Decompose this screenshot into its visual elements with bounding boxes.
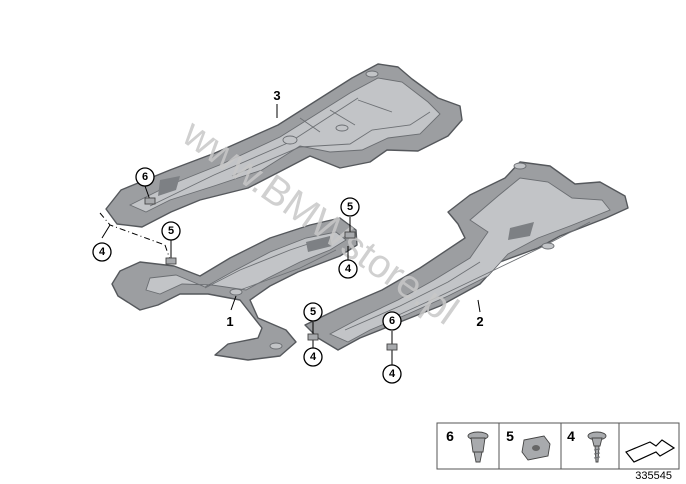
- callout-5-center-label: 5: [347, 201, 353, 213]
- legend-item-6-number: 6: [446, 428, 454, 444]
- callout-6-right-label: 6: [389, 315, 395, 327]
- part-number-3[interactable]: 3: [273, 88, 280, 103]
- part-3-underbody-panel[interactable]: [105, 63, 463, 228]
- callout-4-center[interactable]: 4: [338, 259, 358, 279]
- callout-6-top[interactable]: 6: [135, 167, 155, 187]
- part-number-1[interactable]: 1: [226, 314, 233, 329]
- callout-4-bottom[interactable]: 4: [303, 347, 323, 367]
- leader-lines: [101, 104, 481, 367]
- callout-6-top-label: 6: [142, 171, 148, 183]
- push-rivet-icon: [467, 431, 489, 463]
- fastener-legend: 6 5 4: [436, 422, 680, 470]
- callout-4-bottom-label: 4: [310, 351, 317, 363]
- callout-5-left-label: 5: [168, 225, 174, 237]
- part-number-2[interactable]: 2: [476, 314, 483, 329]
- callout-5-bottom-label: 5: [310, 306, 316, 318]
- legend-item-5[interactable]: 5: [506, 428, 551, 461]
- callout-4-right-label: 4: [389, 368, 396, 380]
- callout-4-left[interactable]: 4: [92, 242, 112, 262]
- fastener-markers: [144, 197, 398, 351]
- legend-item-5-number: 5: [506, 428, 514, 444]
- screw-icon: [587, 431, 607, 463]
- diagram-id: 335545: [635, 470, 672, 482]
- callout-5-left[interactable]: 5: [161, 221, 181, 241]
- callout-5-bottom[interactable]: 5: [303, 302, 323, 322]
- callout-6-right[interactable]: 6: [382, 311, 402, 331]
- callout-5-center[interactable]: 5: [340, 197, 360, 217]
- legend-item-6[interactable]: 6: [446, 428, 489, 463]
- part-1-underbody-panel[interactable]: [111, 217, 358, 361]
- part-2-underbody-panel[interactable]: [304, 161, 629, 351]
- legend-item-4-number: 4: [567, 428, 575, 444]
- callout-4-center-label: 4: [345, 263, 352, 275]
- callout-4-right[interactable]: 4: [382, 364, 402, 384]
- arrow-right-icon: [625, 439, 676, 463]
- callout-4-left-label: 4: [99, 246, 106, 258]
- spring-nut-icon: [521, 435, 551, 461]
- legend-item-4[interactable]: 4: [567, 428, 607, 463]
